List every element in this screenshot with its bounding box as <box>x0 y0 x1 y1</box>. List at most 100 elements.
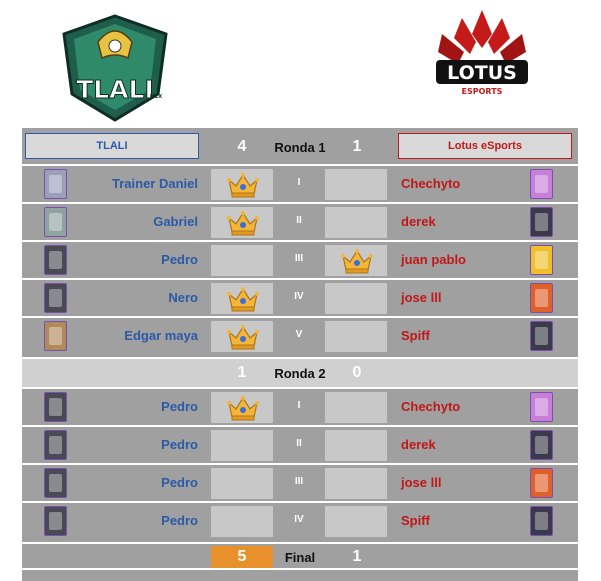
divider <box>22 316 578 318</box>
right-result-slot <box>325 392 387 423</box>
left-player-card <box>44 468 67 498</box>
left-player-name: Pedro <box>161 437 198 452</box>
divider <box>22 463 578 465</box>
right-player-card <box>530 283 553 313</box>
divider <box>22 542 578 544</box>
match-numeral: II <box>296 215 302 226</box>
crown-icon <box>227 396 259 421</box>
divider <box>22 387 578 389</box>
round1-right-score: 1 <box>352 138 362 155</box>
crown-icon <box>341 249 373 274</box>
right-player-card <box>530 430 553 460</box>
left-player-card <box>44 506 67 536</box>
round1-left-score: 4 <box>237 138 247 155</box>
right-player-name: Chechyto <box>401 399 461 414</box>
match-numeral: III <box>294 253 304 264</box>
crown-icon <box>227 287 259 312</box>
left-player-card <box>44 430 67 460</box>
round2-right-score: 0 <box>352 364 362 381</box>
final-label: Final <box>284 550 316 565</box>
tlali-logo-text: TLALI <box>76 75 154 104</box>
divider <box>22 568 578 570</box>
crown-icon <box>227 211 259 236</box>
left-result-slot <box>211 392 273 423</box>
team-left-box: TLALI <box>25 133 199 159</box>
divider <box>22 425 578 427</box>
right-result-slot <box>325 506 387 537</box>
right-player-name: derek <box>401 437 436 452</box>
right-player-name: jose lll <box>401 475 442 490</box>
left-player-name: Pedro <box>161 252 198 267</box>
right-result-slot <box>325 283 387 314</box>
match-row: Pedro III jose lll <box>22 465 578 501</box>
right-player-card <box>530 207 553 237</box>
round2-label: Ronda 2 <box>274 366 326 381</box>
right-result-slot <box>325 430 387 461</box>
left-player-name: Pedro <box>161 399 198 414</box>
lotus-logo: LOTUS ESPORTS <box>436 10 528 96</box>
left-result-slot <box>211 207 273 238</box>
tlali-logo: TLALI MEX <box>62 14 168 122</box>
match-row: Trainer Daniel I Chechyto <box>22 166 578 202</box>
left-player-name: Gabriel <box>153 214 198 229</box>
right-player-name: Chechyto <box>401 176 461 191</box>
right-result-slot <box>325 468 387 499</box>
team-right-box: Lotus eSports <box>398 133 572 159</box>
left-player-name: Trainer Daniel <box>112 176 198 191</box>
tlali-logo-subtext: MEX <box>150 94 162 100</box>
right-result-slot <box>325 207 387 238</box>
left-result-slot <box>211 321 273 352</box>
divider <box>22 164 578 166</box>
match-row: Gabriel II derek <box>22 204 578 240</box>
right-player-card <box>530 506 553 536</box>
left-player-card <box>44 207 67 237</box>
left-player-card <box>44 392 67 422</box>
left-player-card <box>44 169 67 199</box>
logo-area: TLALI MEX LOTUS ESPORTS <box>0 0 601 128</box>
left-result-slot <box>211 283 273 314</box>
final-left-score: 5 <box>211 546 273 568</box>
scoreboard: TLALI 4 Ronda 1 1 Lotus eSports Trainer … <box>22 128 578 581</box>
crown-icon <box>227 173 259 198</box>
right-result-slot <box>325 169 387 200</box>
lotus-logo-text: LOTUS <box>447 62 517 84</box>
left-result-slot <box>211 169 273 200</box>
right-result-slot <box>325 321 387 352</box>
divider <box>22 202 578 204</box>
match-numeral: II <box>296 438 302 449</box>
match-row: Pedro I Chechyto <box>22 389 578 425</box>
left-player-card <box>44 283 67 313</box>
round1-label: Ronda 1 <box>274 140 326 155</box>
match-numeral: I <box>297 400 301 411</box>
right-player-card <box>530 169 553 199</box>
left-player-name: Pedro <box>161 475 198 490</box>
right-player-card <box>530 392 553 422</box>
match-numeral: III <box>294 476 304 487</box>
right-player-card <box>530 468 553 498</box>
final-row: 5 Final 1 <box>22 544 578 568</box>
right-result-slot <box>325 245 387 276</box>
match-row: Pedro II derek <box>22 427 578 463</box>
divider <box>22 278 578 280</box>
crown-icon <box>227 325 259 350</box>
match-numeral: IV <box>294 291 304 302</box>
right-player-card <box>530 245 553 275</box>
round2-left-score: 1 <box>237 364 247 381</box>
final-right-score: 1 <box>352 548 362 565</box>
right-player-name: derek <box>401 214 436 229</box>
lotus-logo-subtext: ESPORTS <box>462 87 503 96</box>
right-player-name: Spiff <box>401 513 430 528</box>
left-player-name: Nero <box>168 290 198 305</box>
left-player-card <box>44 321 67 351</box>
left-result-slot <box>211 506 273 537</box>
match-numeral: V <box>295 329 303 340</box>
left-result-slot <box>211 430 273 461</box>
match-numeral: IV <box>294 514 304 525</box>
match-numeral: I <box>297 177 301 188</box>
divider <box>22 240 578 242</box>
divider <box>22 501 578 503</box>
